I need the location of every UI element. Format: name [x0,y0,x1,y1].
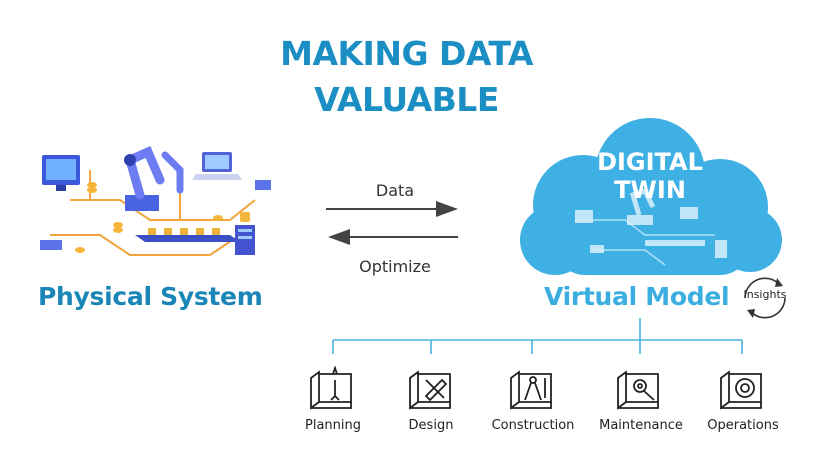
maintenance-icon [617,370,659,410]
conveyor-icon [135,228,240,242]
twin-laptop-icon [680,207,698,219]
stage-tree-lines [332,318,743,354]
digital-twin-title: DIGITAL TWIN [540,148,760,204]
stage-label-planning: Planning [305,418,361,433]
stage-label-operations: Operations [707,418,779,433]
design-icon [409,370,451,410]
insights-badge: Insights [743,288,787,301]
data-coins-icon [75,182,223,253]
physical-system-illustration [40,146,271,256]
digital-twin-line-2: TWIN [614,176,686,204]
twin-monitor-icon [575,210,593,223]
device-box-icon [40,240,62,250]
optimize-flow-label: Optimize [359,257,431,276]
page-title-line-2: VALUABLE [314,80,499,119]
stage-label-design: Design [408,418,454,433]
server-icon [235,212,255,255]
stage-label-maintenance: Maintenance [599,418,683,433]
twin-server-icon [715,240,727,258]
page-title-line-1: MAKING DATA [280,34,533,73]
construction-icon [510,370,552,410]
twin-conveyor-icon [645,240,705,246]
physical-system-label: Physical System [38,282,263,311]
operations-icon [720,370,762,410]
robot-arm-icon [124,146,184,211]
data-arrow-right [326,201,458,217]
virtual-model-label: Virtual Model [544,282,730,311]
monitor-icon [42,155,80,191]
twin-robot-base-icon [627,215,653,225]
laptop-icon [192,152,242,180]
planning-icon [310,366,352,410]
device-box-icon [255,180,271,190]
flow-arrows [326,201,458,245]
stage-label-construction: Construction [491,418,575,433]
digital-twin-cloud [520,118,782,275]
insights-cycle-icon [744,277,786,319]
digital-twin-line-1: DIGITAL [597,148,703,176]
optimize-arrow-left [328,229,458,245]
data-flow-label: Data [375,181,415,200]
